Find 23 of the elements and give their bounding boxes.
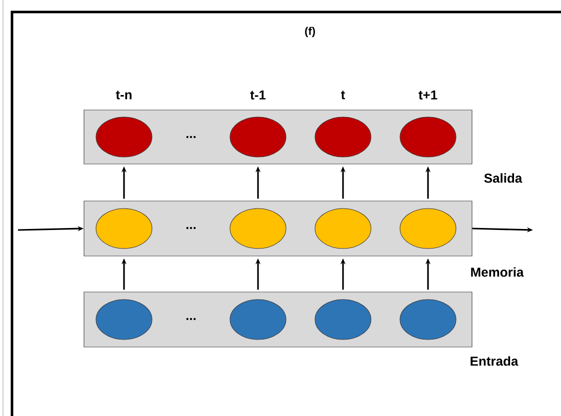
neuron-circle: [96, 116, 152, 158]
neuron-circle: [314, 299, 372, 340]
time-label: t: [341, 90, 346, 100]
neuron-circle: [96, 208, 152, 249]
neuron-circle: [96, 299, 152, 340]
ellipsis: ...: [186, 136, 196, 138]
layer-label: Memoria: [471, 267, 524, 277]
neuron-circle: [314, 116, 372, 158]
neuron-circle: [314, 208, 372, 249]
time-label: t-1: [250, 90, 266, 100]
layer-label: Entrada: [470, 356, 518, 366]
title: (f): [305, 26, 315, 38]
neuron-circle: [230, 299, 286, 340]
time-label: t-n: [116, 90, 132, 100]
neuron-circle: [230, 116, 286, 158]
time-label: t+1: [418, 90, 438, 100]
neuron-circle: [400, 299, 456, 340]
neuron-circle: [400, 208, 456, 249]
ellipsis: ...: [186, 227, 196, 229]
ellipsis: ...: [186, 318, 196, 320]
layer-label: Salida: [484, 173, 522, 183]
neuron-circle: [400, 116, 456, 158]
neuron-circle: [230, 208, 286, 249]
